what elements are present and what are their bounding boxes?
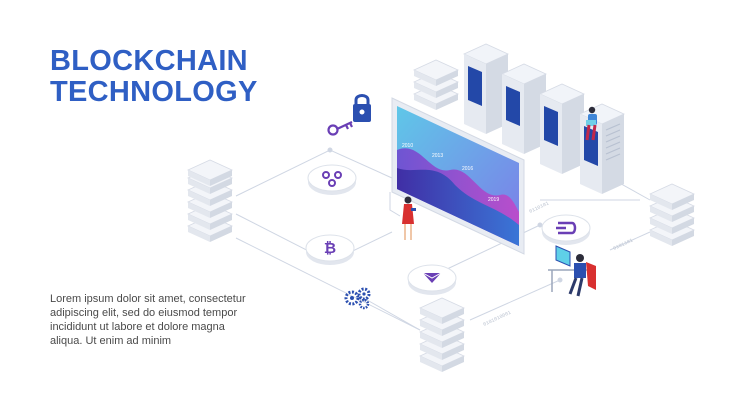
dash-coin-icon <box>541 214 591 246</box>
page-title: BLOCKCHAIN TECHNOLOGY <box>50 46 258 108</box>
right-server-stack <box>649 183 695 247</box>
title-line-2: TECHNOLOGY <box>50 76 258 108</box>
bottom-server-stack <box>419 297 465 373</box>
bitcoin-coin-icon: ₿ <box>305 234 355 266</box>
top-server-stack <box>413 59 459 111</box>
ethereum-coin-icon <box>407 264 457 296</box>
chart-year-label: 2010 <box>402 143 413 149</box>
connector-label-right-upper: 0110101 <box>528 200 550 214</box>
svg-text:₿: ₿ <box>324 239 336 257</box>
left-server-stack <box>187 159 233 243</box>
chart-year-label: 2013 <box>432 153 443 159</box>
gears-icon <box>344 287 371 310</box>
ripple-coin-icon <box>307 164 357 196</box>
description-text: Lorem ipsum dolor sit amet, consectetur … <box>50 293 246 347</box>
woman-figure <box>402 196 416 240</box>
padlock-icon <box>353 94 371 122</box>
connector-label-right-lower: 0101101 <box>612 237 634 251</box>
person-on-server-figure <box>585 106 597 141</box>
man-at-desk-figure <box>548 245 596 297</box>
key-icon <box>327 121 353 136</box>
server-towers <box>463 43 625 194</box>
title-line-1: BLOCKCHAIN <box>50 45 248 77</box>
analytics-screen: 2010 2013 2016 2019 <box>391 97 525 255</box>
chart-year-label: 2019 <box>488 197 499 203</box>
chart-year-label: 2016 <box>462 166 473 172</box>
